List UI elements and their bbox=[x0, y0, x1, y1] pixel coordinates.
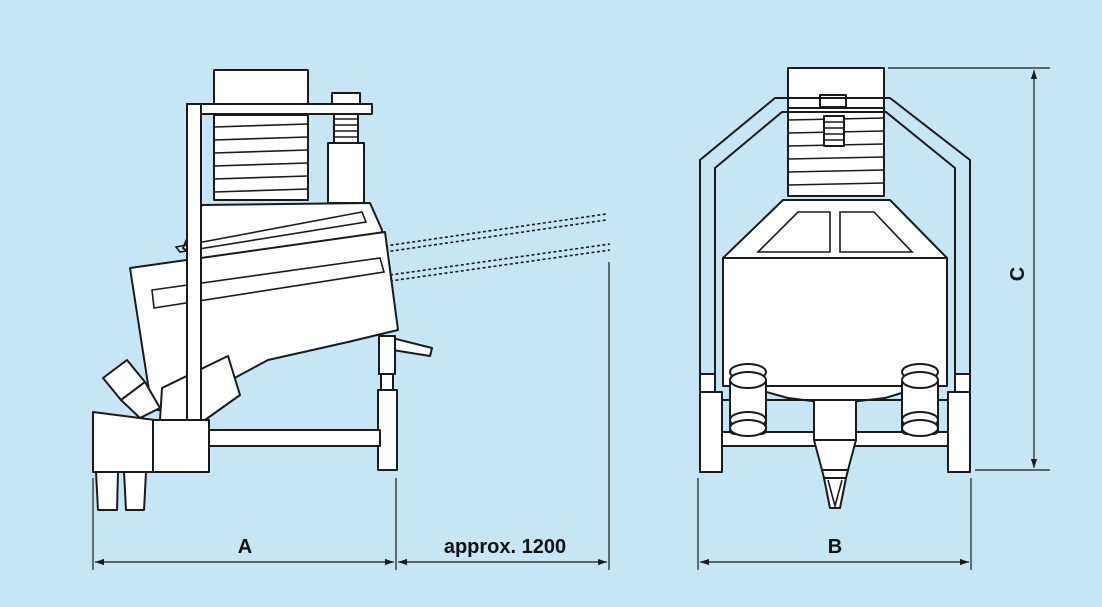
front-bellows bbox=[787, 94, 885, 197]
dimension-lines bbox=[92, 67, 1050, 570]
side-top-beam bbox=[186, 103, 373, 115]
front-hood-frame bbox=[699, 97, 971, 391]
side-view bbox=[92, 69, 611, 511]
side-bellows bbox=[213, 114, 309, 201]
front-central-outlet bbox=[813, 399, 857, 510]
side-spring-damper bbox=[327, 92, 365, 204]
dimension-extension-label: approx. 1200 bbox=[444, 536, 566, 558]
dimension-a-label: A bbox=[238, 536, 252, 558]
front-vibration-motor-left bbox=[729, 363, 767, 437]
side-small-motor bbox=[102, 359, 161, 419]
front-hopper bbox=[722, 199, 948, 259]
side-base-beam bbox=[207, 429, 381, 447]
side-top-housing bbox=[213, 69, 309, 108]
dimension-c-label: C bbox=[1007, 267, 1029, 281]
side-frame-column bbox=[186, 103, 202, 423]
side-outlet-leg-right bbox=[123, 471, 147, 511]
side-outlet-leg-left bbox=[95, 471, 119, 511]
front-view bbox=[699, 67, 971, 510]
extension-dashed-lines bbox=[384, 213, 611, 282]
front-vibration-motor-right bbox=[901, 363, 939, 437]
front-leg-right bbox=[947, 391, 971, 473]
side-outlet-housing bbox=[92, 411, 156, 473]
front-leg-left bbox=[699, 391, 723, 473]
side-outlet-block bbox=[152, 419, 210, 473]
side-leg-upper bbox=[378, 335, 396, 375]
dimension-b-label: B bbox=[828, 536, 842, 558]
